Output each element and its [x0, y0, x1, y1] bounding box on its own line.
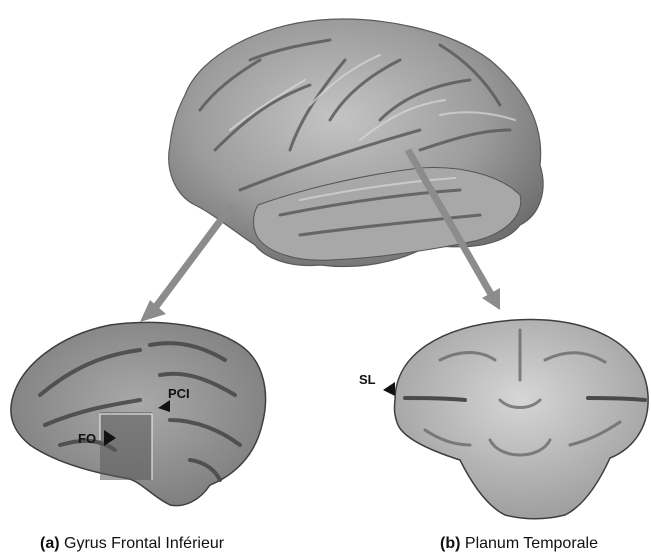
fo-label: FO: [78, 431, 96, 446]
caption-b: (b) Planum Temporale: [440, 535, 598, 553]
pci-label: PCI: [168, 386, 190, 401]
arrow-to-sagittal: [140, 205, 232, 322]
sl-marker: SL: [359, 372, 395, 396]
brain-3d-render: [169, 19, 543, 266]
caption-b-letter: (b): [440, 535, 460, 552]
coronal-slice-image: [394, 319, 648, 518]
sl-label: SL: [359, 372, 376, 387]
caption-b-text: Planum Temporale: [465, 535, 598, 552]
caption-a-text: Gyrus Frontal Inférieur: [64, 535, 224, 552]
sagittal-slice-image: [11, 322, 266, 505]
caption-a-letter: (a): [40, 535, 60, 552]
caption-a: (a) Gyrus Frontal Inférieur: [40, 535, 224, 553]
